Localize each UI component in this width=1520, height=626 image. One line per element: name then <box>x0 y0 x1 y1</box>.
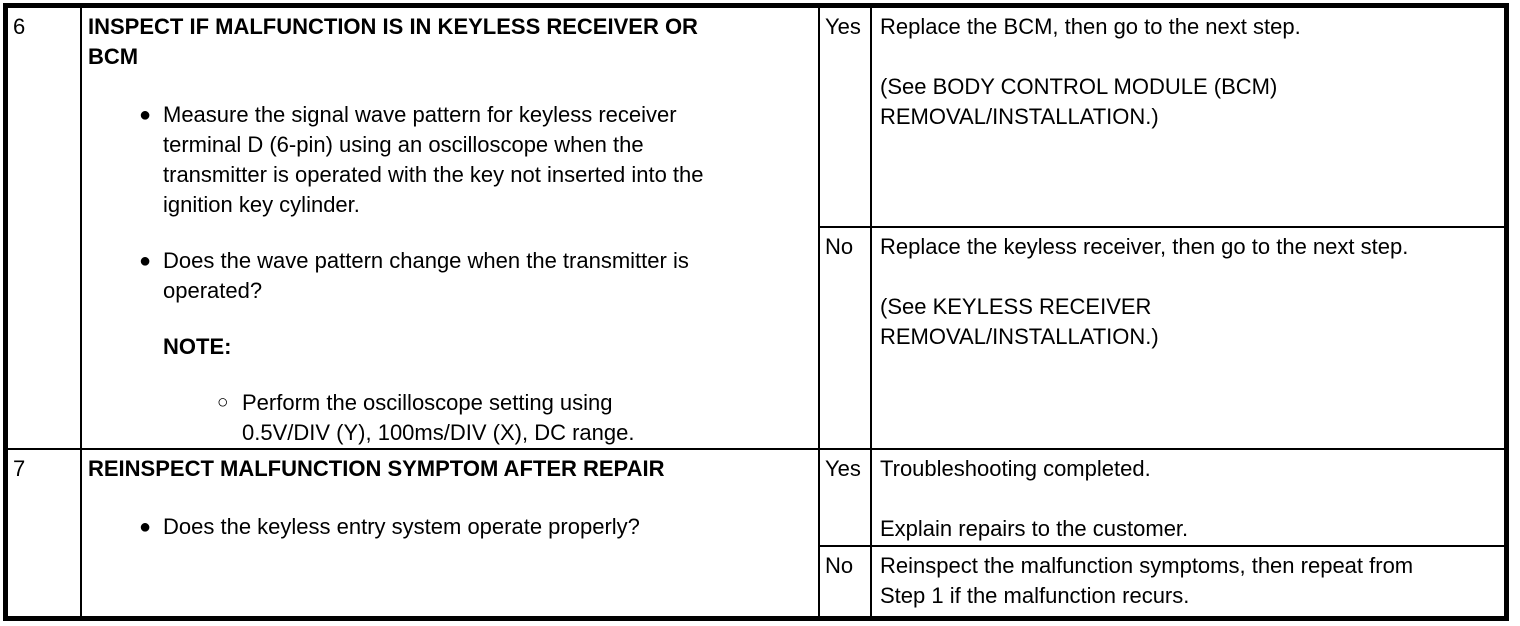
action-paragraph: Replace the BCM, then go to the next ste… <box>880 12 1496 42</box>
answer-cell: Yes <box>820 450 872 545</box>
action-line: Reinspect the malfunction symptoms, then… <box>880 553 1414 578</box>
outcome-yes: Yes Replace the BCM, then go to the next… <box>820 8 1504 228</box>
step-number-cell: 6 <box>8 8 82 448</box>
step-number: 6 <box>13 14 26 39</box>
answer-cell: Yes <box>820 8 872 226</box>
outcomes-area: Yes Replace the BCM, then go to the next… <box>820 8 1504 448</box>
text-line: Does the wave pattern change when the tr… <box>163 248 689 273</box>
action-line: Troubleshooting completed. <box>880 456 1151 481</box>
action-cell: Replace the keyless receiver, then go to… <box>872 228 1504 448</box>
text-line: Does the keyless entry system operate pr… <box>163 514 640 539</box>
bullet-item: ● Measure the signal wave pattern for ke… <box>88 100 810 220</box>
action-line: REMOVAL/INSTALLATION.) <box>880 324 1159 349</box>
action-paragraph: Reinspect the malfunction symptoms, then… <box>880 551 1496 611</box>
table-row-step-7: 7 REINSPECT MALFUNCTION SYMPTOM AFTER RE… <box>8 450 1504 616</box>
step-title-line: BCM <box>88 44 139 69</box>
action-line: Replace the keyless receiver, then go to… <box>880 234 1409 259</box>
text-line: ignition key cylinder. <box>163 192 360 217</box>
bullet-item: ● Does the wave pattern change when the … <box>88 246 810 306</box>
step-number-cell: 7 <box>8 450 82 616</box>
answer-label: No <box>825 234 854 259</box>
sub-bullet-text: Perform the oscilloscope setting using 0… <box>242 388 634 448</box>
action-line: (See KEYLESS RECEIVER <box>880 294 1152 319</box>
step-title-line: INSPECT IF MALFUNCTION IS IN KEYLESS REC… <box>88 14 698 39</box>
step-title: REINSPECT MALFUNCTION SYMPTOM AFTER REPA… <box>88 454 810 484</box>
action-line: Replace the BCM, then go to the next ste… <box>880 14 1301 39</box>
action-line: Step 1 if the malfunction recurs. <box>880 583 1190 608</box>
bullet-dot-icon: ● <box>139 250 152 272</box>
bullet-text: Does the keyless entry system operate pr… <box>163 512 640 542</box>
table-row-step-6: 6 INSPECT IF MALFUNCTION IS IN KEYLESS R… <box>8 8 1504 450</box>
step-title-line: REINSPECT MALFUNCTION SYMPTOM AFTER REPA… <box>88 456 665 481</box>
answer-label: No <box>825 553 854 578</box>
bullet-dot-icon: ● <box>139 104 152 126</box>
bullet-text: Does the wave pattern change when the tr… <box>163 246 689 306</box>
bullet-text: Measure the signal wave pattern for keyl… <box>163 100 704 220</box>
outcomes-area: Yes Troubleshooting completed. Explain r… <box>820 450 1504 616</box>
procedure-cell: INSPECT IF MALFUNCTION IS IN KEYLESS REC… <box>82 8 820 448</box>
procedure-cell: REINSPECT MALFUNCTION SYMPTOM AFTER REPA… <box>82 450 820 616</box>
text-line: Measure the signal wave pattern for keyl… <box>163 102 677 127</box>
troubleshooting-table: 6 INSPECT IF MALFUNCTION IS IN KEYLESS R… <box>3 3 1509 621</box>
sub-bullet-item: ○ Perform the oscilloscope setting using… <box>88 388 810 448</box>
action-line: (See BODY CONTROL MODULE (BCM) <box>880 74 1278 99</box>
action-paragraph: Replace the keyless receiver, then go to… <box>880 232 1496 262</box>
action-line: Explain repairs to the customer. <box>880 516 1189 541</box>
text-line: 0.5V/DIV (Y), 100ms/DIV (X), DC range. <box>242 420 635 445</box>
answer-cell: No <box>820 228 872 448</box>
step-title: INSPECT IF MALFUNCTION IS IN KEYLESS REC… <box>88 12 810 72</box>
answer-label: Yes <box>825 14 861 39</box>
action-cell: Replace the BCM, then go to the next ste… <box>872 8 1504 226</box>
text-line: transmitter is operated with the key not… <box>163 162 704 187</box>
action-paragraph: Explain repairs to the customer. <box>880 514 1496 544</box>
text-line: operated? <box>163 278 263 303</box>
circle-bullet-icon: ○ <box>217 392 229 413</box>
bullet-dot-icon: ● <box>139 516 152 538</box>
action-cell: Troubleshooting completed. Explain repai… <box>872 450 1504 545</box>
outcome-yes: Yes Troubleshooting completed. Explain r… <box>820 450 1504 547</box>
outcome-no: No Replace the keyless receiver, then go… <box>820 228 1504 448</box>
action-paragraph: (See KEYLESS RECEIVER REMOVAL/INSTALLATI… <box>880 292 1496 352</box>
bullet-item: ● Does the keyless entry system operate … <box>88 512 810 542</box>
action-line: REMOVAL/INSTALLATION.) <box>880 104 1159 129</box>
answer-cell: No <box>820 547 872 616</box>
action-cell: Reinspect the malfunction symptoms, then… <box>872 547 1504 616</box>
text-line: terminal D (6-pin) using an oscilloscope… <box>163 132 644 157</box>
action-paragraph: Troubleshooting completed. <box>880 454 1496 484</box>
note-label: NOTE: <box>163 334 232 359</box>
answer-label: Yes <box>825 456 861 481</box>
text-line: Perform the oscilloscope setting using <box>242 390 613 415</box>
outcome-no: No Reinspect the malfunction symptoms, t… <box>820 547 1504 616</box>
action-paragraph: (See BODY CONTROL MODULE (BCM) REMOVAL/I… <box>880 72 1496 132</box>
step-number: 7 <box>13 456 26 481</box>
